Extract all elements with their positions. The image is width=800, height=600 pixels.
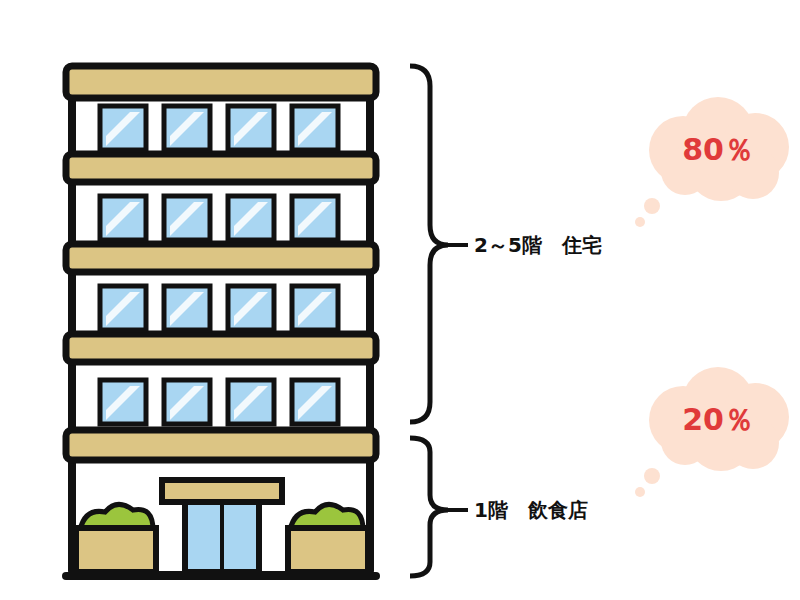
window: [292, 286, 338, 330]
window: [164, 106, 210, 150]
thought-bubble: 80％: [643, 95, 793, 205]
floor-label: 2～5階 住宅: [474, 232, 602, 259]
window: [292, 380, 338, 424]
window: [228, 196, 274, 240]
percentage: 20％: [682, 400, 754, 441]
window: [100, 380, 146, 424]
bracket: [410, 66, 448, 422]
window: [100, 196, 146, 240]
percentage: 80％: [682, 130, 754, 171]
window: [228, 106, 274, 150]
thought-bubble: 20％: [643, 365, 793, 475]
window: [164, 196, 210, 240]
window: [292, 106, 338, 150]
bracket: [410, 438, 448, 576]
floor-label: 1階 飲食店: [474, 497, 588, 524]
window: [100, 106, 146, 150]
window: [228, 380, 274, 424]
window: [164, 286, 210, 330]
window: [164, 380, 210, 424]
window: [228, 286, 274, 330]
window: [100, 286, 146, 330]
window: [292, 196, 338, 240]
